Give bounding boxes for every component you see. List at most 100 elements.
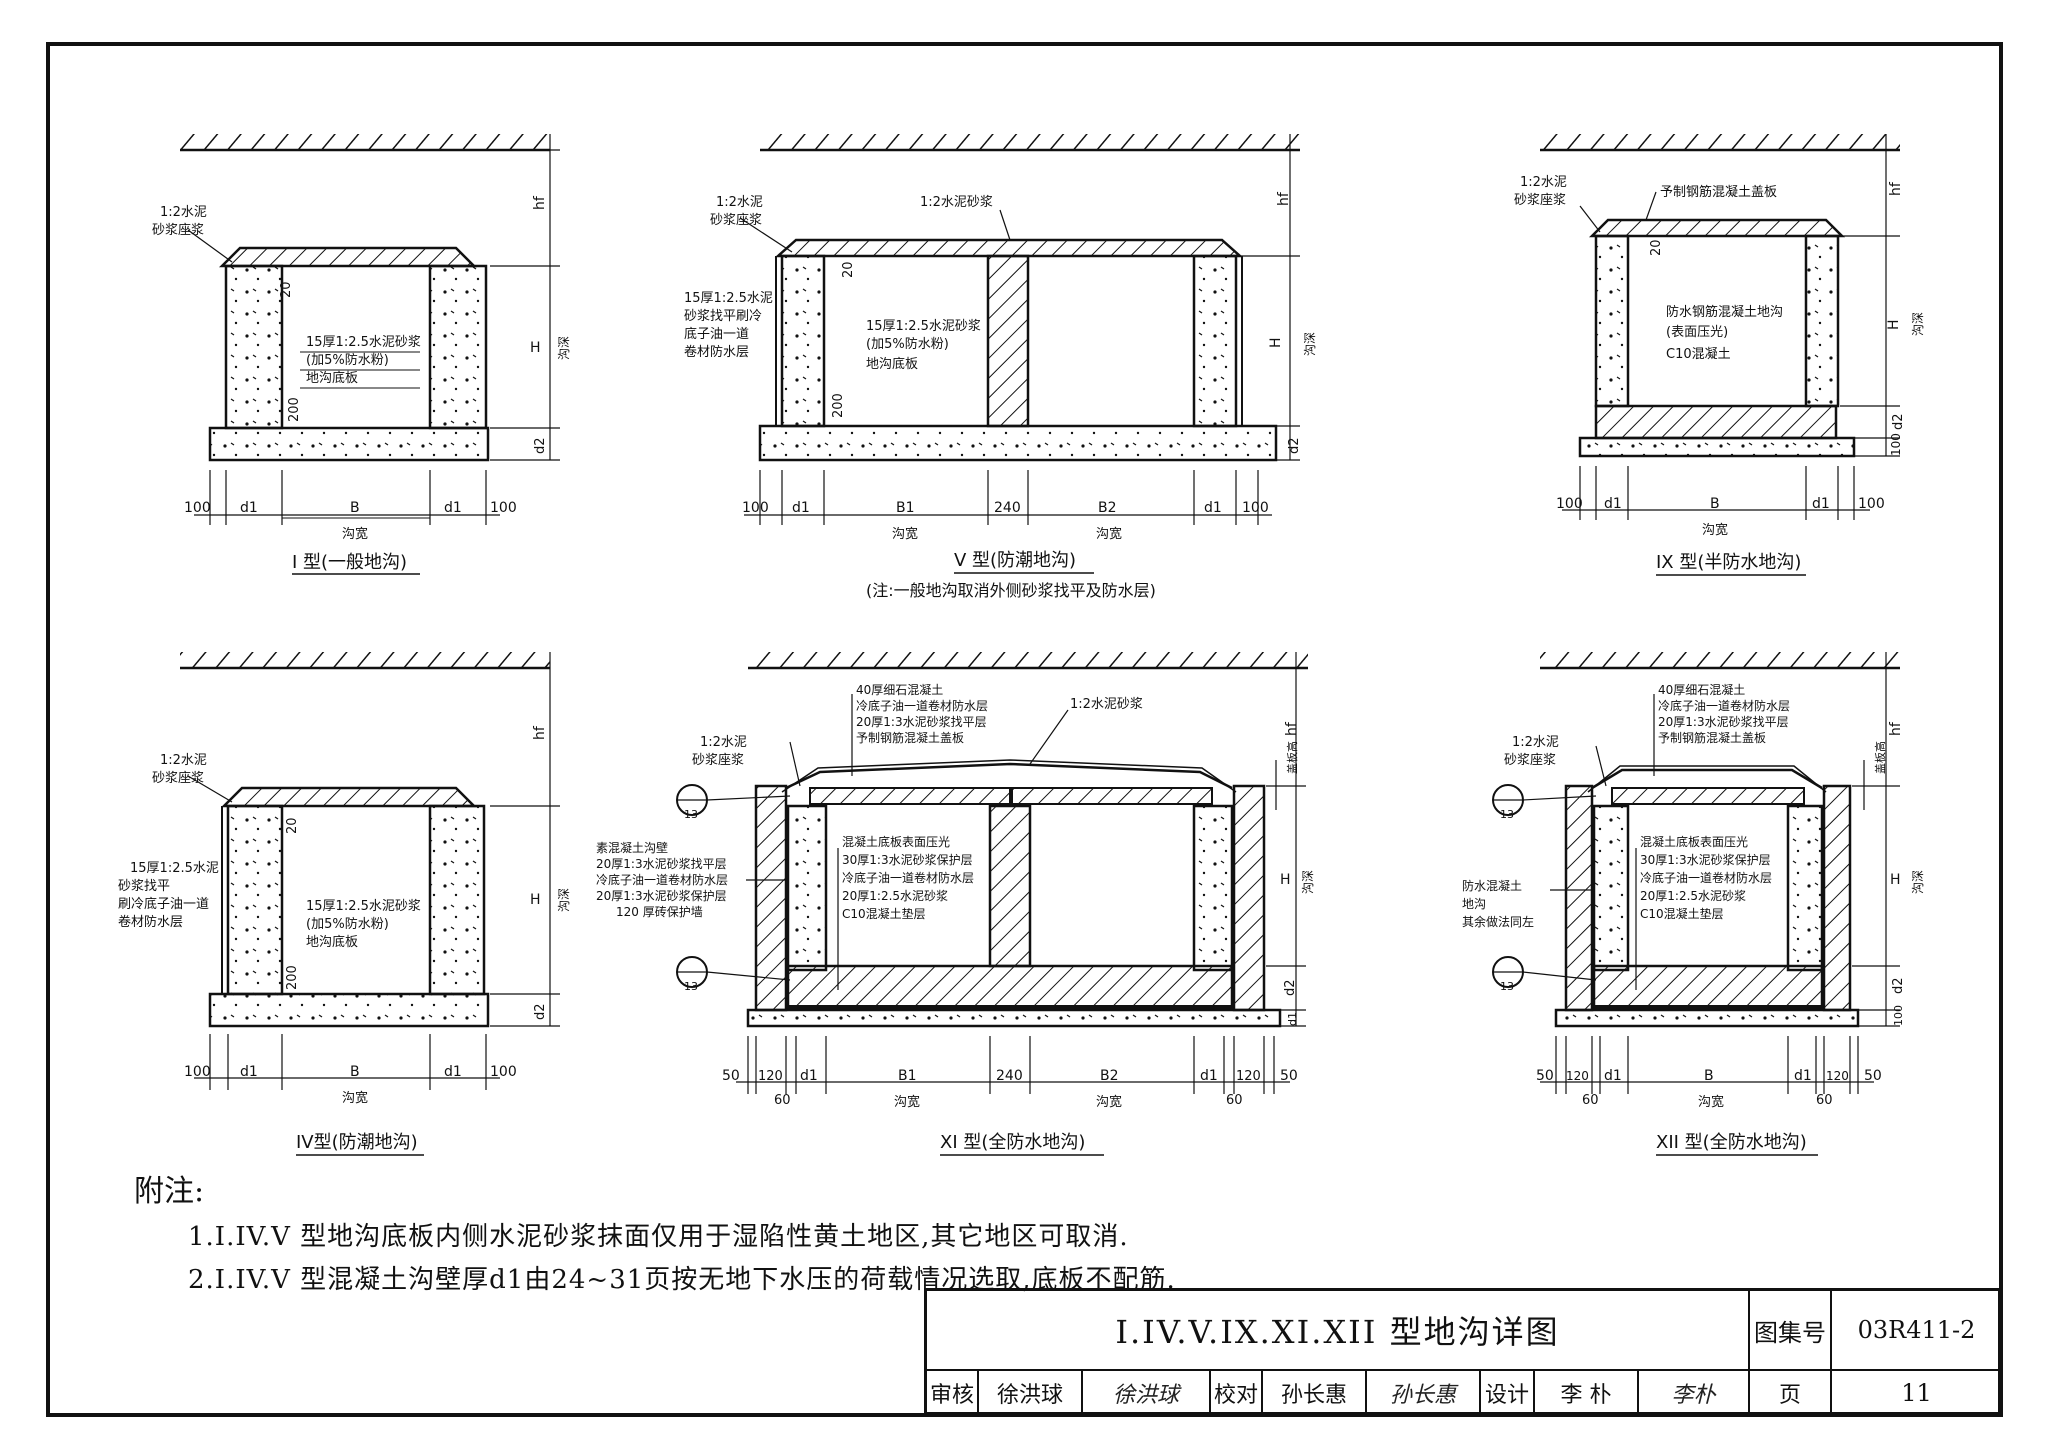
- top-layer-3: 20厚1:3水泥砂浆找平层: [856, 714, 987, 729]
- section-type-1: 1:2水泥 砂浆座浆 15厚1:2.5水泥砂浆 (加5%防水粉) 地沟底板 20…: [152, 134, 571, 575]
- dim-hf: hf: [1888, 181, 1904, 196]
- inner-finish-1: 15厚1:2.5水泥砂浆: [306, 899, 421, 914]
- dim-d1-right: d1: [1794, 1068, 1812, 1084]
- caption-type-4: IV型(防潮地沟): [296, 1132, 418, 1153]
- outer-layer-3: 底子油一道: [684, 326, 749, 342]
- dim-100-right: 100: [1858, 496, 1885, 512]
- dim-100-v: 100: [1889, 433, 1903, 456]
- dim-d2: d2: [1283, 979, 1298, 996]
- dim-B1: B1: [898, 1068, 917, 1084]
- dim-d1-right: d1: [444, 1064, 462, 1080]
- dim-d2: d2: [533, 1003, 548, 1020]
- mortar-bed-label-2: 砂浆座浆: [692, 753, 744, 768]
- dim-d1-right: d1: [444, 500, 462, 516]
- checker-name: 孙长惠: [1263, 1371, 1367, 1415]
- dim-H: H: [1890, 872, 1901, 888]
- atlas-number: 03R411-2: [1832, 1291, 2001, 1371]
- dim-B: B: [350, 1064, 360, 1080]
- bubble-bottom-text: 13: [1500, 980, 1514, 993]
- dim-d2: d2: [1891, 413, 1906, 430]
- top-layer-4: 予制钢筋混凝土盖板: [856, 730, 964, 745]
- drawing-title: I.IV.V.IX.XI.XII 型地沟详图: [927, 1291, 1750, 1371]
- dim-depth: 沟深: [557, 888, 571, 912]
- dim-B: B: [1704, 1068, 1714, 1084]
- outer-layer-3: 刷冷底子油一道: [118, 896, 209, 912]
- dim-depth: 沟深: [1303, 332, 1317, 356]
- dim-120-left: 120: [758, 1069, 783, 1084]
- dim-d1-left: d1: [1604, 1068, 1622, 1084]
- mortar-bed-label-2: 砂浆座浆: [1514, 193, 1566, 208]
- floor-layer-5: C10混凝土垫层: [1640, 906, 1724, 921]
- dim-d1-right: d1: [1812, 496, 1830, 512]
- dim-hf: hf: [532, 725, 548, 740]
- dim-d1-left: d1: [240, 1064, 258, 1080]
- dim-B: B: [1710, 496, 1720, 512]
- dim-100-left: 100: [184, 500, 211, 516]
- dim-200: 200: [287, 397, 302, 422]
- dim-B2: B2: [1098, 500, 1117, 516]
- side-note-3: 其余做法同左: [1462, 914, 1534, 929]
- top-mortar-label: 1:2水泥砂浆: [1070, 697, 1143, 712]
- dim-20: 20: [1649, 239, 1664, 256]
- page-label: 页: [1750, 1371, 1832, 1415]
- bubble-top-text: 13: [1500, 808, 1514, 821]
- caption-type-12: XII 型(全防水地沟): [1656, 1132, 1807, 1153]
- dim-100-v: 100: [1892, 1005, 1905, 1026]
- floor-layer-2: 30厚1:3水泥砂浆保护层: [842, 852, 973, 867]
- dim-120-right: 120: [1236, 1069, 1261, 1084]
- dim-20: 20: [279, 281, 294, 298]
- inner-finish-2: (加5%防水粉): [306, 916, 389, 932]
- floor-layer-1: 混凝土底板表面压光: [842, 834, 950, 849]
- dim-60-right: 60: [1226, 1093, 1243, 1108]
- caption-type-5: V 型(防潮地沟): [954, 550, 1076, 571]
- mortar-bed-label-2: 砂浆座浆: [710, 213, 762, 228]
- mortar-bed-label-2: 砂浆座浆: [152, 771, 204, 786]
- dim-cover-h: 盖板高: [1285, 741, 1299, 774]
- dim-50-left: 50: [1536, 1068, 1554, 1084]
- dim-d1-v: d1: [1286, 1012, 1299, 1026]
- dim-100-left: 100: [1556, 496, 1583, 512]
- dim-200: 200: [285, 965, 300, 990]
- dim-d1-left: d1: [792, 500, 810, 516]
- top-layer-4: 予制钢筋混凝土盖板: [1658, 730, 1766, 745]
- notes: 附注: 1.I.IV.V 型地沟底板内侧水泥砂浆抹面仅用于湿陷性黄土地区,其它地…: [134, 1166, 1176, 1296]
- title-block: I.IV.V.IX.XI.XII 型地沟详图 图集号 03R411-2 审核 徐…: [924, 1288, 2001, 1415]
- dim-depth: 沟深: [1911, 312, 1925, 336]
- inner-finish-3: 地沟底板: [306, 370, 358, 386]
- dim-d1-right: d1: [1204, 500, 1222, 516]
- wall-layer-5: 120 厚砖保护墙: [616, 904, 703, 919]
- dim-cover-h: 盖板高: [1873, 741, 1887, 774]
- wall-layer-3: 冷底子油一道卷材防水层: [596, 872, 728, 887]
- type-5-note: (注:一般地沟取消外侧砂浆找平及防水层): [866, 581, 1156, 600]
- outer-layer-4: 卷材防水层: [684, 344, 749, 360]
- floor-layer-3: 冷底子油一道卷材防水层: [1640, 870, 1772, 885]
- body-label-2: (表面压光): [1666, 325, 1728, 340]
- outer-layer-2: 砂浆找平: [118, 879, 170, 894]
- dim-width: 沟宽: [1698, 1094, 1724, 1110]
- floor-layer-5: C10混凝土垫层: [842, 906, 926, 921]
- dim-240: 240: [996, 1068, 1023, 1084]
- dim-width: 沟宽: [1702, 522, 1728, 538]
- dim-hf: hf: [532, 195, 548, 210]
- note-item-1: 1.I.IV.V 型地沟底板内侧水泥砂浆抹面仅用于湿陷性黄土地区,其它地区可取消…: [188, 1222, 1129, 1252]
- dim-width-right: 沟宽: [1096, 1094, 1122, 1110]
- dim-100-right: 100: [490, 1064, 517, 1080]
- floor-layer-2: 30厚1:3水泥砂浆保护层: [1640, 852, 1771, 867]
- dim-20: 20: [285, 817, 300, 834]
- dim-depth: 沟深: [1301, 870, 1315, 894]
- dim-depth: 沟深: [557, 336, 571, 360]
- dim-60-left: 60: [774, 1093, 791, 1108]
- ground-hatch: [180, 134, 550, 150]
- side-note-2: 地沟: [1462, 897, 1486, 911]
- caption-type-9: IX 型(半防水地沟): [1656, 552, 1801, 573]
- top-layer-2: 冷底子油一道卷材防水层: [1658, 698, 1790, 713]
- floor-layer-3: 冷底子油一道卷材防水层: [842, 870, 974, 885]
- dim-d1-left: d1: [1604, 496, 1622, 512]
- dim-width-left: 沟宽: [894, 1094, 920, 1110]
- dim-H: H: [530, 340, 541, 356]
- dim-60-left: 60: [1582, 1093, 1599, 1108]
- review-label: 审核: [927, 1371, 979, 1415]
- dim-20: 20: [841, 261, 856, 278]
- floor-layer-1: 混凝土底板表面压光: [1640, 834, 1748, 849]
